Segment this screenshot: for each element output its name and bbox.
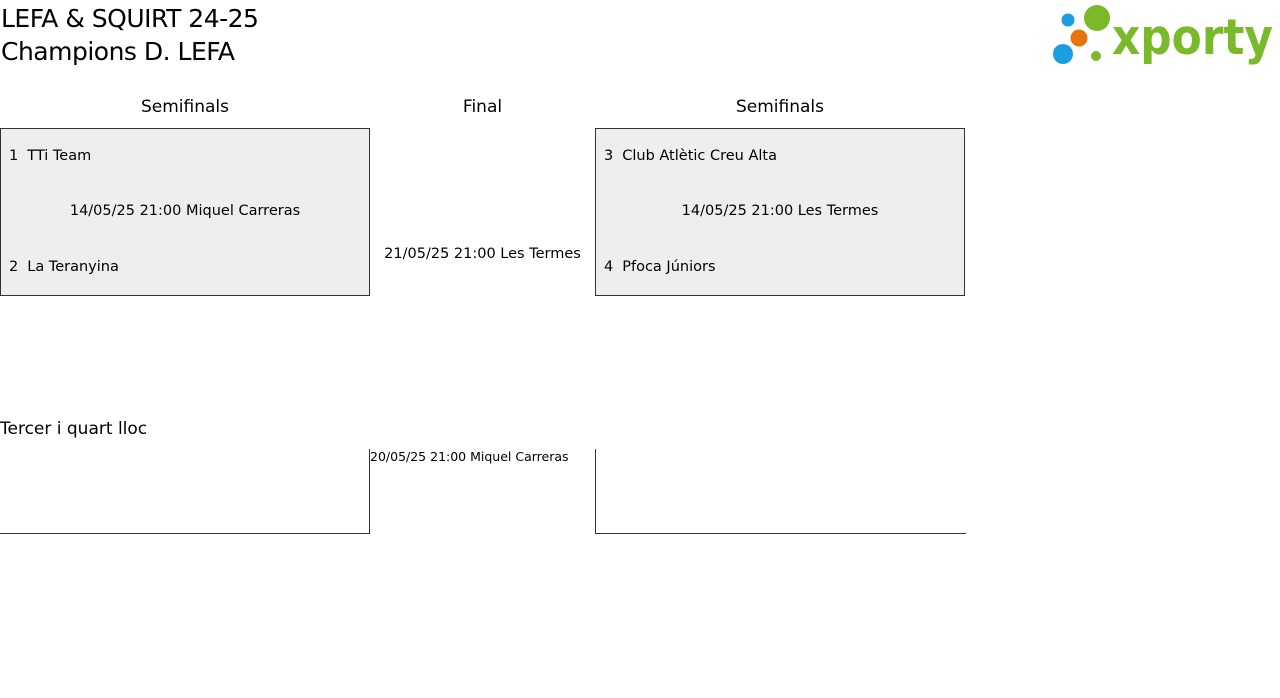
final-schedule: 21/05/25 21:00 Les Termes: [384, 246, 581, 262]
logo-dot-blue-bottom: [1053, 44, 1073, 64]
final-heading: Final: [462, 97, 503, 117]
team-seed: 3: [604, 148, 614, 164]
semifinal-left-match[interactable]: 1 TTi Team 14/05/25 21:00 Miquel Carreras…: [0, 128, 370, 296]
left-semifinals-heading: Semifinals: [140, 97, 229, 117]
xporty-logo-graphic: xporty: [1053, 5, 1273, 66]
team-name: La Teranyina: [27, 259, 119, 275]
semifinal-right-match[interactable]: 3 Club Atlètic Creu Alta 14/05/25 21:00 L…: [595, 128, 965, 296]
semifinal-left-team-1[interactable]: 1 TTi Team: [9, 148, 91, 164]
team-seed: 2: [9, 259, 19, 275]
logo-dot-orange: [1070, 29, 1088, 47]
page-title: LEFA & SQUIRT 24-25 Champions D. LEFA: [1, 2, 259, 68]
third-place-slot-left[interactable]: [0, 449, 370, 534]
third-place-slot-right[interactable]: [595, 449, 966, 534]
competition-title: LEFA & SQUIRT 24-25: [1, 4, 259, 33]
third-place-schedule: 20/05/25 21:00 Miquel Carreras: [370, 449, 569, 464]
semifinal-left-team-2[interactable]: 2 La Teranyina: [9, 259, 119, 275]
logo-wordmark: xporty: [1112, 9, 1273, 66]
semifinal-left-schedule: 14/05/25 21:00 Miquel Carreras: [69, 203, 301, 219]
semifinal-right-team-2[interactable]: 4 Pfoca Júniors: [604, 259, 716, 275]
division-title: Champions D. LEFA: [1, 37, 235, 66]
logo-dot-green-bottom: [1091, 51, 1101, 61]
xporty-logo: xporty: [1050, 4, 1276, 66]
semifinal-right-team-1[interactable]: 3 Club Atlètic Creu Alta: [604, 148, 777, 164]
team-name: Club Atlètic Creu Alta: [622, 148, 777, 164]
logo-dot-green-top: [1084, 5, 1110, 31]
team-seed: 1: [9, 148, 19, 164]
third-place-heading: Tercer i quart lloc: [0, 419, 148, 439]
logo-dot-blue-top: [1061, 13, 1075, 27]
right-semifinals-heading: Semifinals: [735, 97, 824, 117]
semifinal-right-schedule: 14/05/25 21:00 Les Termes: [681, 203, 879, 219]
team-name: TTi Team: [27, 148, 92, 164]
team-name: Pfoca Júniors: [622, 259, 716, 275]
team-seed: 4: [604, 259, 614, 275]
